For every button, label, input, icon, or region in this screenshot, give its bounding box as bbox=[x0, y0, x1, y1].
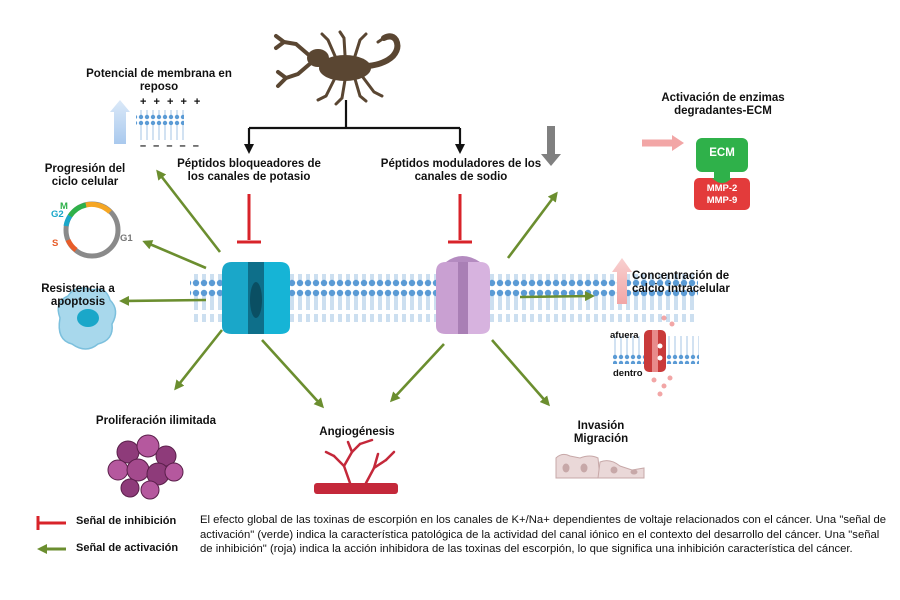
scorpion-illustration bbox=[274, 30, 401, 106]
ecm-box-label: ECM bbox=[709, 147, 735, 159]
label-potassium-blockers: Péptidos bloqueadores de los canales de … bbox=[177, 158, 321, 183]
label-cell-cycle: Progresión del ciclo celular bbox=[44, 163, 126, 188]
label-ecm-activation: Activación de enzimas degradantes-ECM bbox=[661, 92, 785, 117]
label-proliferation: Proliferación ilimitada bbox=[95, 415, 217, 427]
label-angiogenesis: Angiogénesis bbox=[319, 426, 395, 438]
cycle-phase-m: M bbox=[60, 201, 68, 212]
label-inside: dentro bbox=[613, 368, 643, 379]
figure-caption: El efecto global de las toxinas de escor… bbox=[200, 514, 887, 555]
potassium-channel bbox=[222, 262, 290, 334]
minus-signs: – – – – – bbox=[140, 140, 201, 152]
ecm-enzyme-icon bbox=[642, 135, 750, 210]
label-apoptosis: Resistencia a apoptosis bbox=[41, 283, 115, 308]
proliferation-cluster-icon bbox=[107, 434, 184, 500]
label-sodium-modulators: Péptidos moduladores de los canales de s… bbox=[380, 158, 542, 183]
legend-inhibition-label: Señal de inhibición bbox=[76, 515, 177, 527]
cycle-phase-g2: G2 bbox=[51, 209, 64, 220]
mmp2-label: MMP-2 bbox=[706, 183, 738, 194]
invasion-migration-icon bbox=[555, 453, 645, 479]
activation-arrows bbox=[119, 169, 595, 409]
label-calcium: Concentración de calcio intracelular bbox=[632, 270, 730, 295]
cycle-phase-s: S bbox=[52, 238, 59, 249]
label-outside: afuera bbox=[610, 330, 639, 341]
membrane-potential-icon bbox=[110, 100, 184, 144]
legend-activation-label: Señal de activación bbox=[76, 542, 179, 554]
legend-inhibition: Señal de inhibición bbox=[76, 515, 176, 527]
mmp9-label: MMP-9 bbox=[706, 195, 738, 206]
apoptosis-cell-icon bbox=[57, 287, 117, 350]
calcium-icon bbox=[612, 258, 699, 397]
legend-activation: Señal de activación bbox=[76, 542, 178, 554]
angiogenesis-vessel-icon bbox=[314, 438, 398, 494]
legend-inhibition-symbol bbox=[36, 516, 66, 530]
toxin-branch-arrows bbox=[244, 100, 465, 154]
label-membrane-potential: Potencial de membrana en reposo bbox=[86, 68, 232, 93]
label-invasion: Invasión Migración bbox=[573, 420, 629, 445]
sodium-channel bbox=[436, 256, 490, 334]
gray-down-arrow bbox=[541, 126, 561, 166]
inhibition-arrows bbox=[237, 194, 472, 244]
cycle-phase-g1: G1 bbox=[120, 233, 133, 244]
plus-signs: + + + + + bbox=[140, 96, 203, 108]
cell-cycle-icon bbox=[63, 201, 121, 259]
